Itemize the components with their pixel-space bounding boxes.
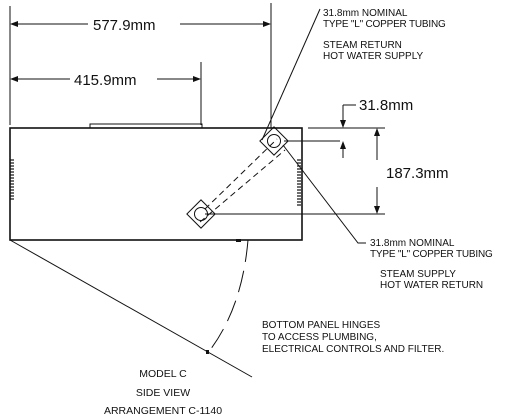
svg-text:SIDE VIEW: SIDE VIEW <box>136 387 190 399</box>
overall-width-dimension: 577.9mm <box>9 3 272 128</box>
supply-fitting <box>186 199 216 229</box>
top-flange <box>89 123 203 129</box>
left-louvers <box>10 159 14 200</box>
bottom-callout-leader <box>282 144 366 244</box>
svg-text:TYPE "L" COPPER TUBING: TYPE "L" COPPER TUBING <box>370 249 493 260</box>
svg-text:31.8mm NOMINAL: 31.8mm NOMINAL <box>370 238 455 249</box>
svg-text:ARRANGEMENT C-1140: ARRANGEMENT C-1140 <box>104 405 222 417</box>
bottom-foot <box>236 239 241 242</box>
cabinet <box>9 123 303 242</box>
bottom-panel-hinged <box>9 239 253 378</box>
svg-text:BOTTOM PANEL HINGES: BOTTOM PANEL HINGES <box>262 320 380 331</box>
pipe-offset-dimension: 31.8mm <box>284 97 413 158</box>
svg-text:TYPE "L" COPPER TUBING: TYPE "L" COPPER TUBING <box>323 19 446 30</box>
svg-text:31.8mm NOMINAL: 31.8mm NOMINAL <box>323 8 408 19</box>
pipe-height-label: 187.3mm <box>386 165 449 182</box>
svg-text:HOT WATER SUPPLY: HOT WATER SUPPLY <box>323 51 424 62</box>
svg-text:STEAM RETURN: STEAM RETURN <box>323 40 402 51</box>
right-louvers <box>297 159 301 206</box>
svg-text:STEAM SUPPLY: STEAM SUPPLY <box>380 269 456 280</box>
svg-text:MODEL C: MODEL C <box>139 368 187 380</box>
inner-width-dimension: 415.9mm <box>10 62 202 125</box>
coil-dashed-lower <box>199 149 286 223</box>
top-callout-leader <box>261 8 321 141</box>
return-fitting <box>259 126 289 156</box>
cabinet-outline <box>9 127 303 241</box>
overall-width-label: 577.9mm <box>93 17 156 34</box>
svg-text:HOT WATER RETURN: HOT WATER RETURN <box>380 280 483 291</box>
panel-swing-arc <box>206 239 249 355</box>
coil-assembly <box>186 126 289 229</box>
inner-width-label: 415.9mm <box>74 72 137 89</box>
bottom-pipe-callout: 31.8mm NOMINAL TYPE "L" COPPER TUBING ST… <box>370 238 493 291</box>
svg-text:TO ACCESS PLUMBING,: TO ACCESS PLUMBING, <box>262 332 377 343</box>
coil-dashed-upper <box>204 138 278 210</box>
pipe-offset-label: 31.8mm <box>359 97 413 114</box>
svg-text:ELECTRICAL CONTROLS AND FILTER: ELECTRICAL CONTROLS AND FILTER. <box>262 344 444 355</box>
hinge-note: BOTTOM PANEL HINGES TO ACCESS PLUMBING, … <box>262 320 444 355</box>
return-pipe <box>267 134 281 148</box>
pipe-height-dimension: 187.3mm <box>205 128 449 215</box>
top-pipe-callout: 31.8mm NOMINAL TYPE "L" COPPER TUBING ST… <box>323 8 446 62</box>
title-block: MODEL C SIDE VIEW ARRANGEMENT C-1140 <box>104 368 222 417</box>
hinge-marker <box>206 350 209 354</box>
